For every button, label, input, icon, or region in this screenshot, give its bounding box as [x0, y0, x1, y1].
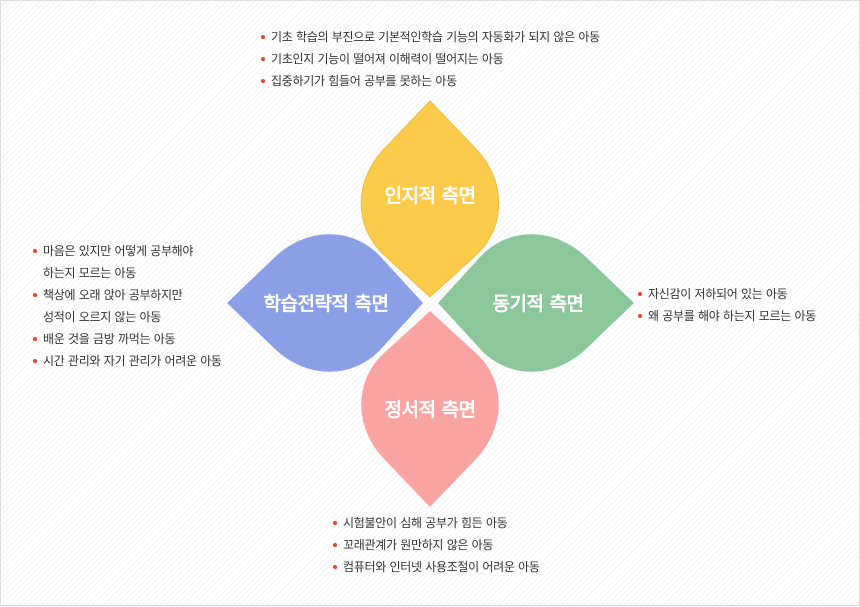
list-item: 기초인지 기능이 떨어져 이해력이 떨어지는 아동: [261, 48, 600, 70]
bullet-icon: [261, 57, 265, 61]
bullet-icon: [33, 337, 37, 341]
emotional-list: 시험불안이 심해 공부가 힘든 아동 꼬래관계가 원만하지 않은 아동 컴퓨터와…: [333, 512, 540, 578]
list-item: 왜 공부를 해야 하는지 모르는 아동: [638, 305, 816, 327]
bullet-icon: [638, 314, 642, 318]
list-item-text: 시간 관리와 자기 관리가 어려운 아동: [43, 354, 222, 368]
list-item-text: 집중하기가 힘들어 공부를 못하는 아동: [271, 74, 457, 88]
bullet-icon: [33, 359, 37, 363]
list-item-text: 기초인지 기능이 떨어져 이해력이 떨어지는 아동: [271, 52, 504, 66]
petal-emotional-label: 정서적 측면: [384, 399, 475, 421]
list-item-text: 성적이 오르지 않는 아동: [43, 310, 161, 324]
bullet-icon: [333, 543, 337, 547]
bullet-icon: [333, 565, 337, 569]
cognitive-list: 기초 학습의 부진으로 기본적인학습 기능의 자동화가 되지 않은 아동 기초인…: [261, 26, 600, 92]
bullet-icon: [33, 249, 37, 253]
list-item-text: 시험불안이 심해 공부가 힘든 아동: [343, 516, 508, 530]
bullet-icon: [261, 35, 265, 39]
petal-motivational-label: 동기적 측면: [492, 293, 583, 315]
list-item-text: 책상에 오래 앉아 공부하지만: [43, 288, 183, 302]
list-item-text: 왜 공부를 해야 하는지 모르는 아동: [648, 309, 816, 323]
list-item: 시험불안이 심해 공부가 힘든 아동: [333, 512, 540, 534]
list-item: 자신감이 저하되어 있는 아동: [638, 283, 816, 305]
list-item: 집중하기가 힘들어 공부를 못하는 아동: [261, 70, 600, 92]
list-item: 시간 관리와 자기 관리가 어려운 아동: [33, 350, 222, 372]
petal-strategic: 학습전략적 측면: [227, 234, 423, 372]
petal-cognitive: 인지적 측면: [360, 100, 500, 298]
bullet-icon: [638, 292, 642, 296]
list-item-text: 기초 학습의 부진으로 기본적인학습 기능의 자동화가 되지 않은 아동: [271, 30, 600, 44]
list-item: 기초 학습의 부진으로 기본적인학습 기능의 자동화가 되지 않은 아동: [261, 26, 600, 48]
list-item-text: 마음은 있지만 어떻게 공부해야: [43, 244, 194, 258]
list-item-text: 자신감이 저하되어 있는 아동: [648, 287, 788, 301]
petal-emotional: 정서적 측면: [361, 311, 499, 507]
petal-strategic-label: 학습전략적 측면: [264, 293, 389, 315]
bullet-icon: [333, 521, 337, 525]
list-item: 컴퓨터와 인터넷 사용조절이 어려운 아동: [333, 556, 540, 578]
list-item: 배운 것을 금방 까먹는 아동: [33, 328, 222, 350]
bullet-icon: [33, 293, 37, 297]
list-item: 꼬래관계가 원만하지 않은 아동: [333, 534, 540, 556]
list-item-text: 꼬래관계가 원만하지 않은 아동: [343, 538, 494, 552]
list-item-text: 하는지 모르는 아동: [43, 266, 136, 280]
motivational-list: 자신감이 저하되어 있는 아동 왜 공부를 해야 하는지 모르는 아동: [638, 283, 816, 327]
petal-cognitive-label: 인지적 측면: [384, 185, 475, 207]
list-item-text: 컴퓨터와 인터넷 사용조절이 어려운 아동: [343, 560, 540, 574]
petal-motivational: 동기적 측면: [438, 234, 634, 372]
list-item-text: 배운 것을 금방 까먹는 아동: [43, 332, 176, 346]
bullet-icon: [261, 79, 265, 83]
